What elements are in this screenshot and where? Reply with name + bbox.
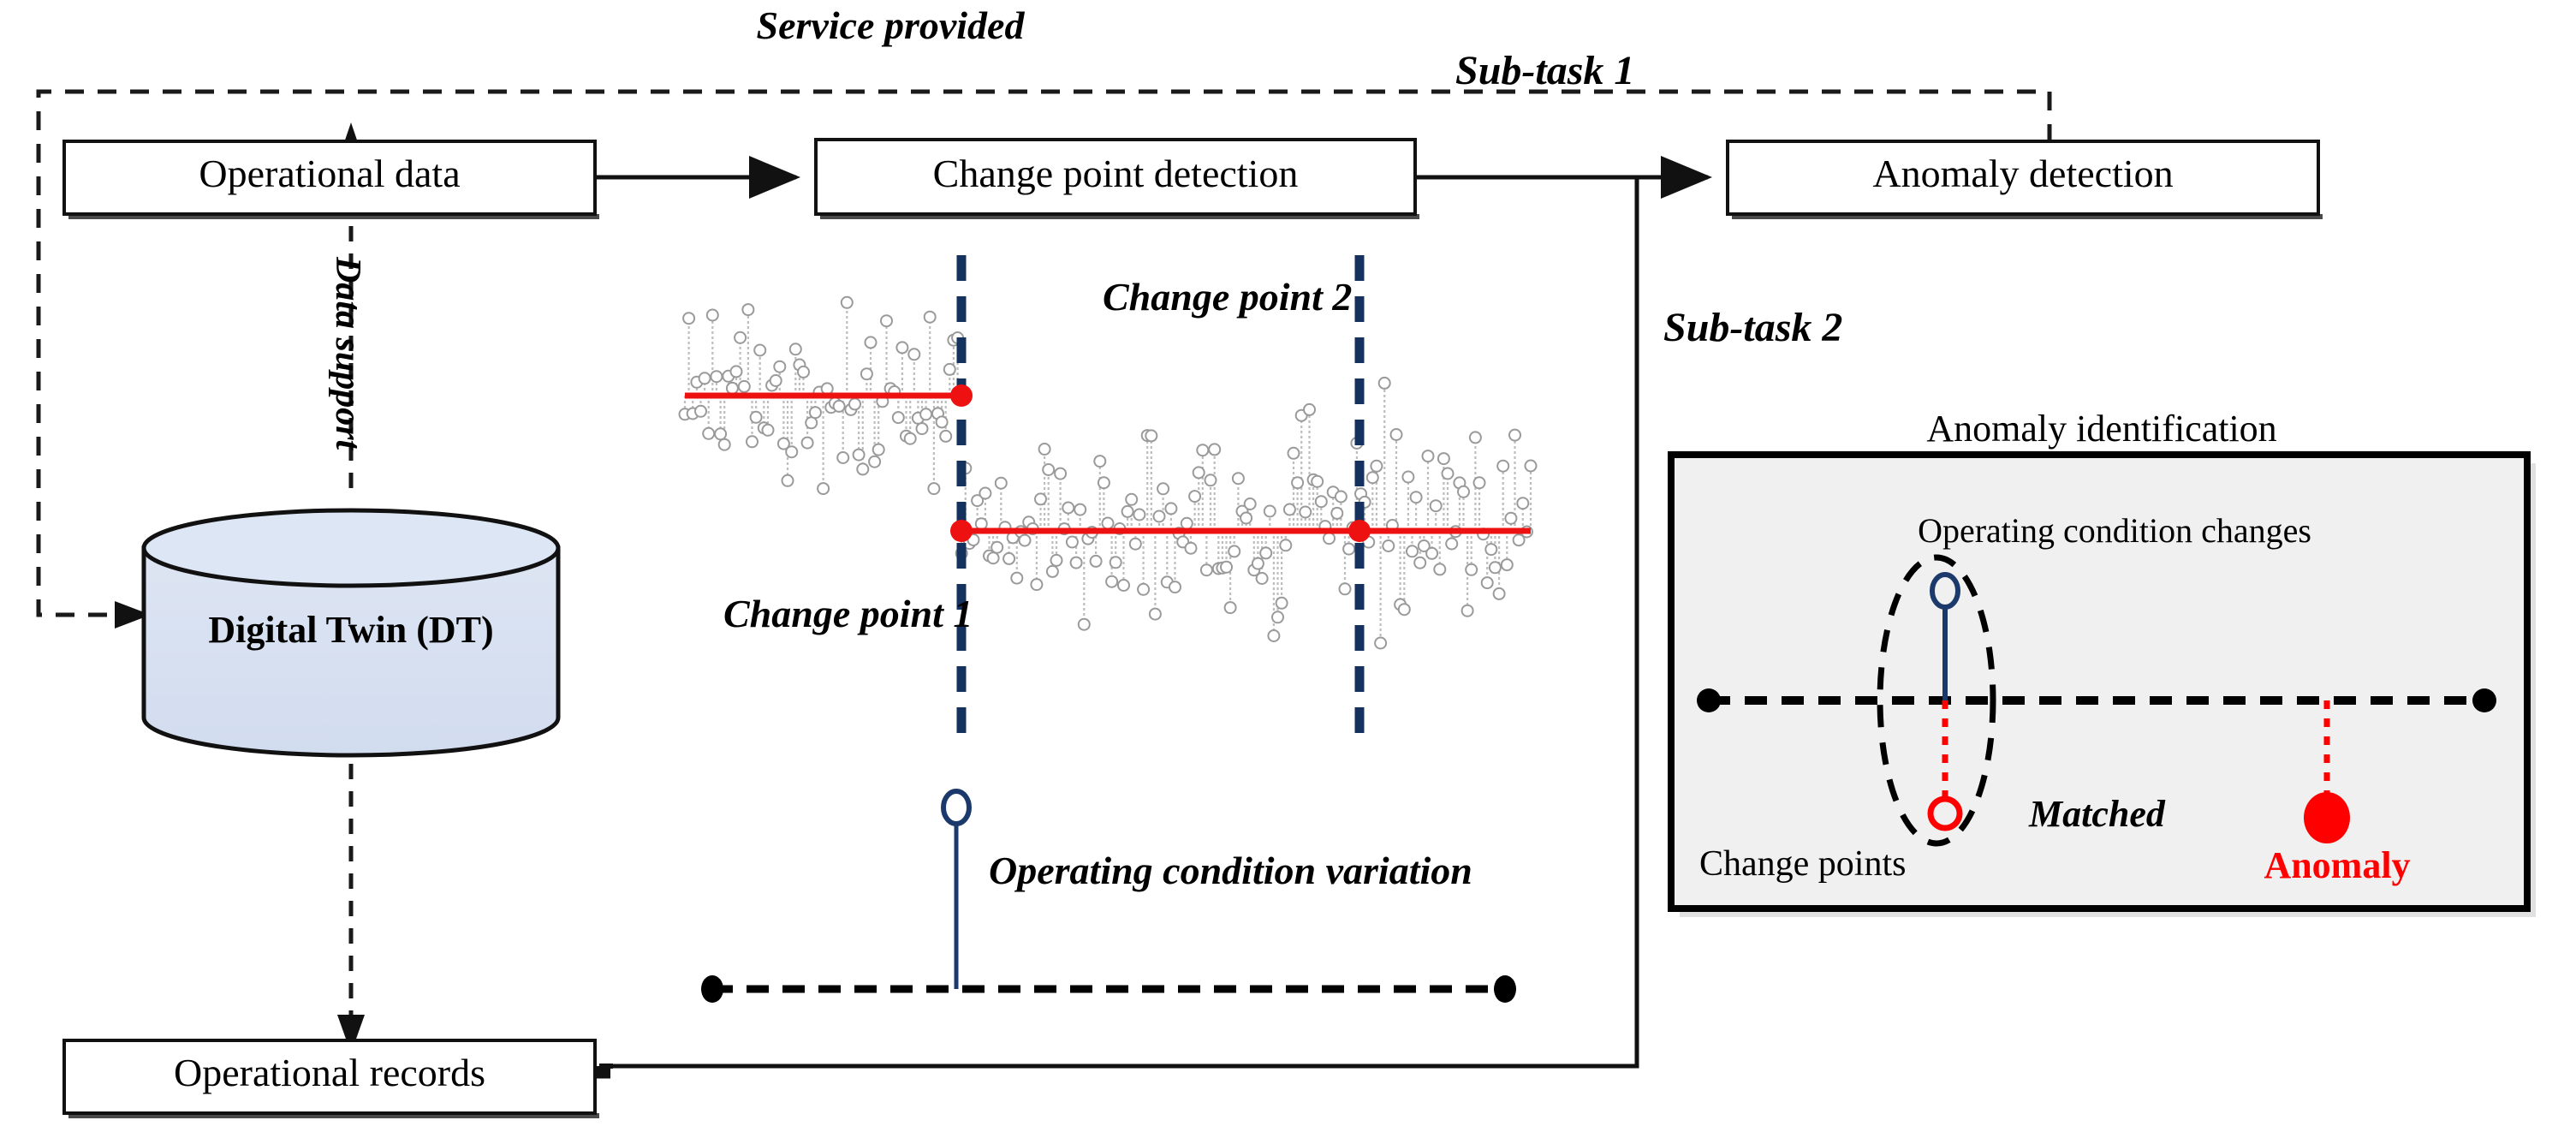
variation-axis-endpoint-left <box>701 975 723 1003</box>
variation-open-circle-marker <box>941 789 972 826</box>
records-line-stub <box>595 1066 610 1077</box>
operating-condition-variation-label: Operating condition variation <box>989 849 1472 892</box>
variation-axis-endpoint-right <box>1494 975 1516 1003</box>
change-point-timeseries-plot <box>678 255 1538 745</box>
change-point-detection-box <box>814 138 1417 216</box>
operating-condition-changes-label: Operating condition changes <box>1918 511 2311 550</box>
matched-change-point-open-circle-marker <box>1927 795 1963 831</box>
occ-change-open-circle-marker <box>1930 572 1960 610</box>
change-point-detection-label: Change point detection <box>932 152 1299 195</box>
anomaly-label: Anomaly <box>2264 844 2411 886</box>
sub-task-1-label: Sub-task 1 <box>1455 48 1635 93</box>
matched-label: Matched <box>2029 793 2165 835</box>
box-shadows <box>68 214 2323 1118</box>
operational-records-box <box>62 1039 597 1115</box>
dt-to-records-arrowhead <box>337 1015 365 1053</box>
matched-pair-ellipse <box>1877 554 1996 847</box>
records-to-subtask-connector <box>610 177 1639 1069</box>
change-points-label: Change points <box>1699 844 1907 884</box>
change-point-1-label: Change point 1 <box>723 592 973 635</box>
data-support-label: Data support <box>328 257 367 450</box>
anomaly-identification-title: Anomaly identification <box>1926 408 2277 450</box>
change-point-marker-1a <box>950 384 973 407</box>
anomaly-detection-label: Anomaly detection <box>1872 152 2174 195</box>
operational-records-label: Operational records <box>173 1051 486 1094</box>
operating-condition-variation-plot <box>701 789 1516 1003</box>
anomaly-identification-panel <box>1668 451 2536 917</box>
box-outlines[interactable] <box>62 138 2320 1115</box>
service-provided-loop <box>36 89 2052 617</box>
anomaly-filled-circle-marker <box>2304 792 2350 843</box>
panel-frame <box>1668 451 2531 912</box>
change-point-2-label: Change point 2 <box>1103 275 1353 319</box>
service-provided-arrowhead <box>115 601 151 629</box>
flow-connectors <box>595 156 1712 1079</box>
panel-axis-endpoint-right <box>2472 688 2496 712</box>
digital-twin-cylinder <box>141 508 561 758</box>
change-point-marker-2 <box>1348 520 1371 542</box>
operational-data-label: Operational data <box>199 152 461 195</box>
anomaly-detection-box <box>1726 140 2320 216</box>
sub-task-2-label: Sub-task 2 <box>1663 305 1843 350</box>
change-point-marker-1b <box>950 520 973 542</box>
service-provided-label: Service provided <box>756 3 1025 47</box>
digital-twin-label: Digital Twin (DT) <box>208 609 494 651</box>
panel-axis-endpoint-left <box>1697 688 1721 712</box>
operational-data-box <box>62 140 597 216</box>
